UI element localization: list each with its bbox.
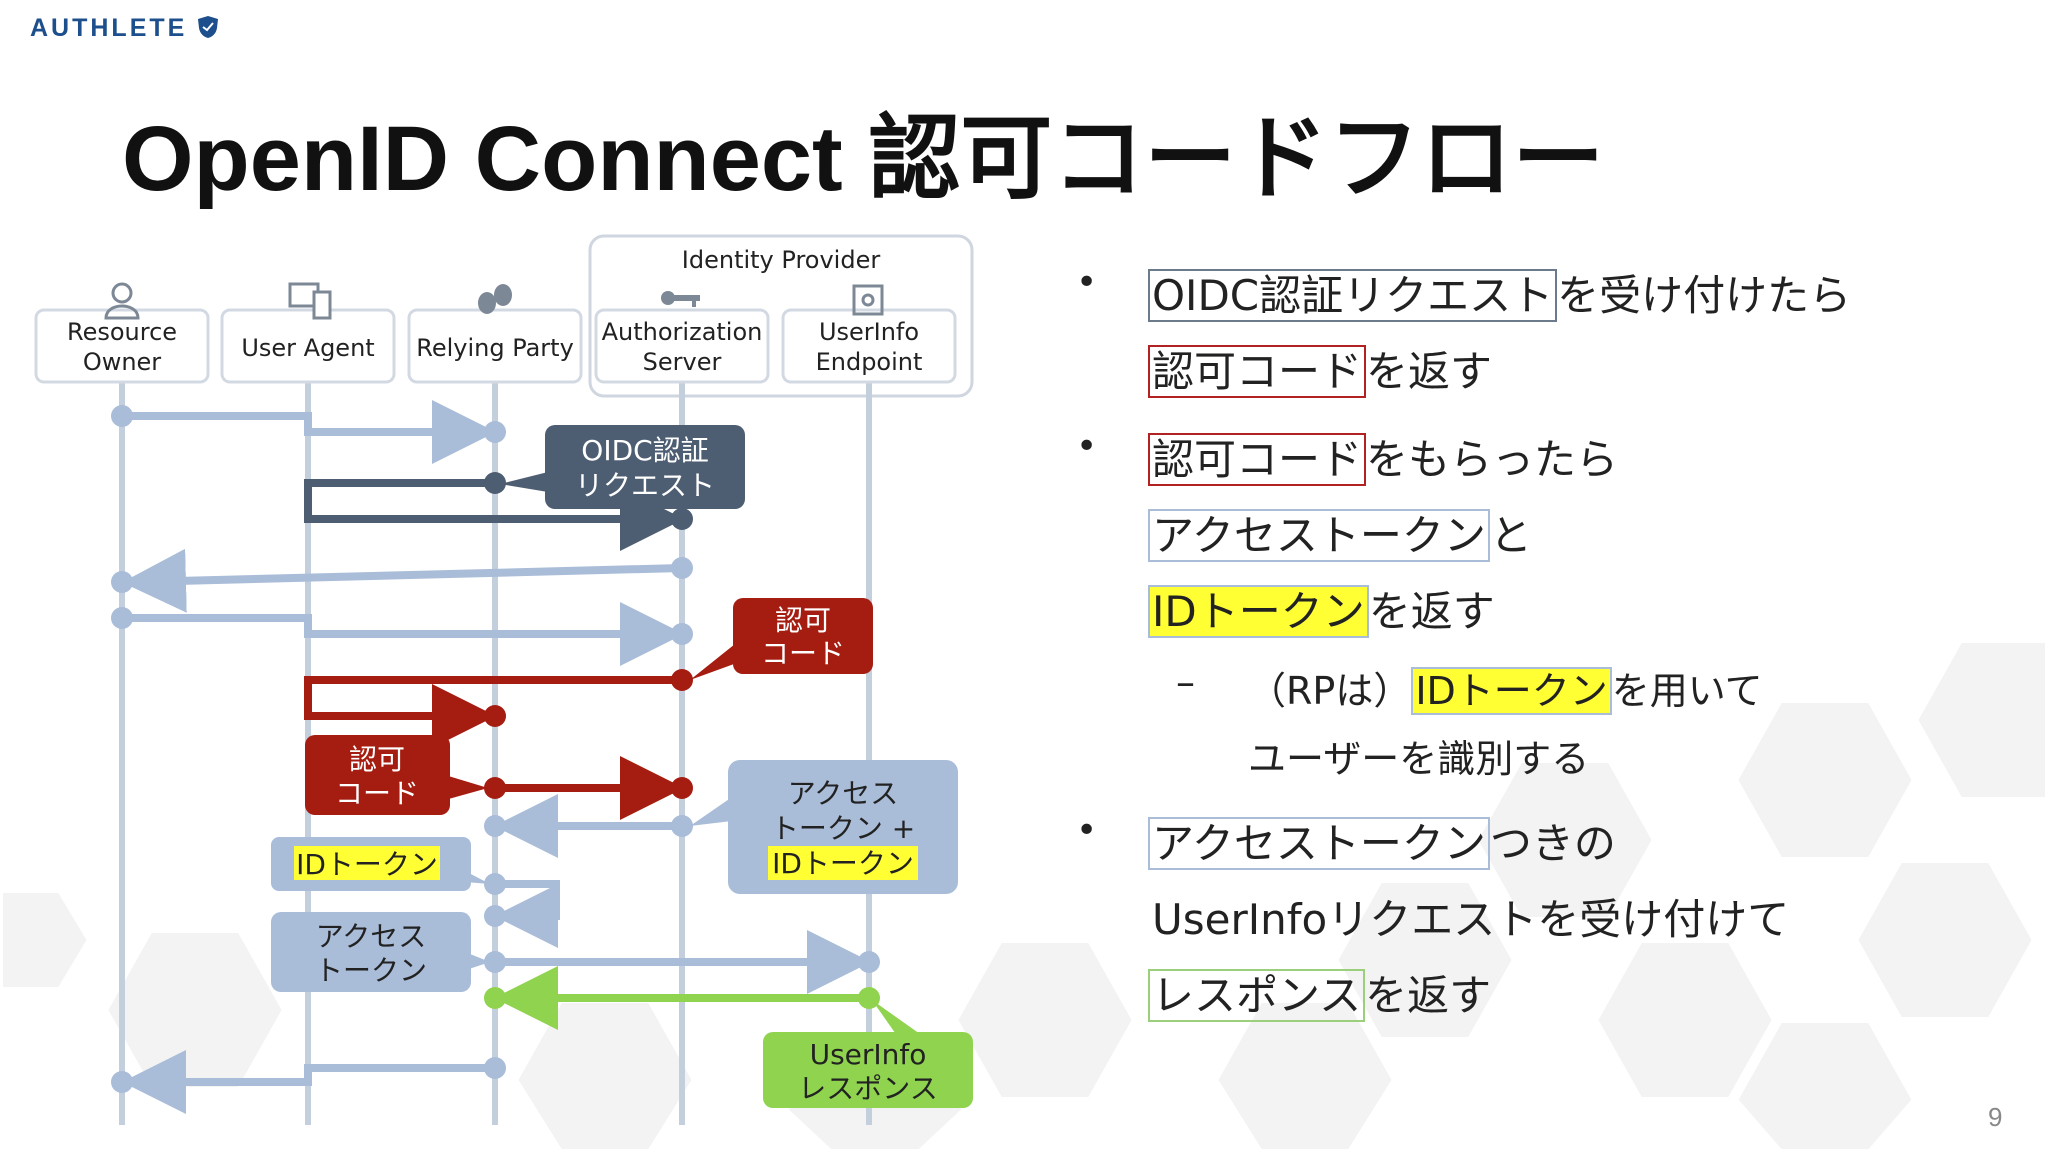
person-icon (104, 282, 140, 320)
bullet-3-line-2: UserInfoリクエストを受け付けて (1152, 895, 1790, 944)
bullet-2-l3-rest: を返す (1368, 587, 1495, 636)
bullet-1-rest: を受け付けたら (1557, 271, 1852, 320)
callout-auth-code-2-line1: 認可 (349, 743, 405, 776)
bullet-dot-2: • (1076, 426, 1098, 467)
sub-bullet-line-1: （RPは）IDトークンを用いて (1248, 660, 1763, 715)
sub-bullet-line-2: ユーザーを識別する (1248, 737, 1590, 781)
callout-tokens-line1: アクセス (788, 777, 899, 810)
bullet-2-rest: をもらったら (1366, 435, 1619, 484)
arrow-token-request (484, 756, 693, 820)
callout-auth-code-1-line2: コード (761, 637, 845, 670)
callout-oidc-request-line1: OIDC認証 (581, 434, 708, 467)
bullet-2-line-3: IDトークンを返す (1148, 578, 1495, 639)
arrow-token-response (484, 794, 693, 858)
monitor-icon (288, 282, 332, 320)
bullet-dot-1: • (1076, 262, 1098, 303)
callout-access-token-line2: トークン (315, 954, 427, 987)
authorization-server-box (594, 308, 770, 384)
resource-owner-box (34, 308, 210, 384)
userinfo-endpoint-label-2: Endpoint (816, 348, 923, 376)
callout-auth-code-2-line2: コード (335, 777, 419, 810)
shield-icon (198, 16, 219, 38)
arrow-login-consent (111, 548, 693, 613)
callout-access-token-line1: アクセス (316, 920, 427, 953)
callout-tokens-line2: トークン + (771, 812, 915, 845)
callout-oidc-request: OIDC認証 リクエスト (500, 425, 745, 509)
bullet-1-l2-rest: を返す (1366, 347, 1493, 396)
brand-logo: AUTHLETE (30, 14, 219, 43)
arrow-start-login (111, 400, 506, 464)
theater-masks-icon (478, 284, 512, 314)
authorization-server-label-2: Server (643, 348, 722, 376)
arrow-auth-code-redirect (304, 669, 693, 748)
callout-userinfo-response-line2: レスポンス (798, 1072, 937, 1105)
arrow-user-approval (111, 602, 693, 666)
user-agent-label: User Agent (241, 334, 374, 362)
bullet-3-boxed: アクセストークン (1148, 817, 1490, 870)
arrow-id-token-verify (484, 873, 560, 948)
bullet-2-l2-boxed: アクセストークン (1148, 509, 1490, 562)
bullet-3-l3-boxed: レスポンス (1148, 969, 1366, 1022)
userinfo-endpoint-label-1: UserInfo (819, 318, 919, 346)
bullet-3-l3-rest: を返す (1365, 971, 1492, 1020)
bullet-3-line-3: レスポンスを返す (1148, 962, 1491, 1023)
sub-bullet-rest: を用いて (1611, 669, 1763, 713)
relying-party-label: Relying Party (416, 334, 574, 362)
callout-id-token: IDトークン (271, 837, 490, 891)
bullet-3-line-1: アクセストークンつきの (1148, 810, 1616, 871)
resource-owner-label-1: Resource (67, 318, 177, 346)
callout-id-token-text: IDトークン (296, 848, 438, 881)
resource-owner-label-2: Owner (83, 348, 161, 376)
arrow-userinfo-request (484, 930, 880, 994)
bullet-1-boxed: OIDC認証リクエスト (1148, 269, 1558, 322)
bullet-2-line-2: アクセストークンと (1148, 502, 1532, 563)
bullet-2-line-1: 認可コードをもらったら (1148, 426, 1618, 487)
callout-userinfo-response: UserInfo レスポンス (763, 1000, 973, 1108)
callout-auth-code-2: 認可 コード (305, 735, 488, 815)
authorization-server-label-1: Authorization (602, 318, 763, 346)
bullet-1-line-2: 認可コードを返す (1148, 338, 1492, 399)
callout-userinfo-response-line1: UserInfo (810, 1038, 927, 1071)
bullet-2-l2-rest: と (1489, 511, 1532, 560)
callout-access-token: アクセス トークン (271, 912, 490, 992)
callout-oidc-request-line2: リクエスト (575, 469, 715, 502)
callout-tokens-line3: IDトークン (772, 847, 914, 880)
arrow-oidc-request (304, 472, 693, 551)
bullet-2-boxed: 認可コード (1148, 433, 1367, 486)
sequence-diagram: Identity Provider Resource (34, 234, 974, 1125)
arrow-final-response (111, 1050, 506, 1114)
callout-tokens: アクセス トークン + IDトークン (690, 760, 958, 894)
sub-bullet-boxed: IDトークン (1411, 667, 1612, 715)
callout-auth-code-1: 認可 コード (690, 598, 873, 680)
callout-auth-code-1-line1: 認可 (775, 604, 831, 637)
page-number: 9 (1988, 1102, 2003, 1132)
page-title: OpenID Connect 認可コードフロー (122, 108, 1605, 210)
identity-provider-label: Identity Provider (682, 246, 881, 274)
safe-icon (852, 284, 884, 316)
sub-bullet-prefix: （RPは） (1248, 669, 1412, 713)
bullet-3-rest: つきの (1489, 819, 1616, 868)
user-agent-box (220, 308, 396, 384)
bullet-dot-3: • (1076, 810, 1098, 851)
bullet-1-line-1: OIDC認証リクエストを受け付けたら (1148, 262, 1851, 323)
userinfo-endpoint-box (781, 308, 957, 384)
bullet-1-l2-boxed: 認可コード (1148, 345, 1367, 398)
logo-text: AUTHLETE (30, 14, 188, 42)
relying-party-box (407, 308, 583, 384)
sub-bullet-dash: – (1176, 660, 1195, 704)
bullet-2-l3-boxed: IDトークン (1148, 585, 1369, 638)
key-icon (661, 291, 700, 307)
